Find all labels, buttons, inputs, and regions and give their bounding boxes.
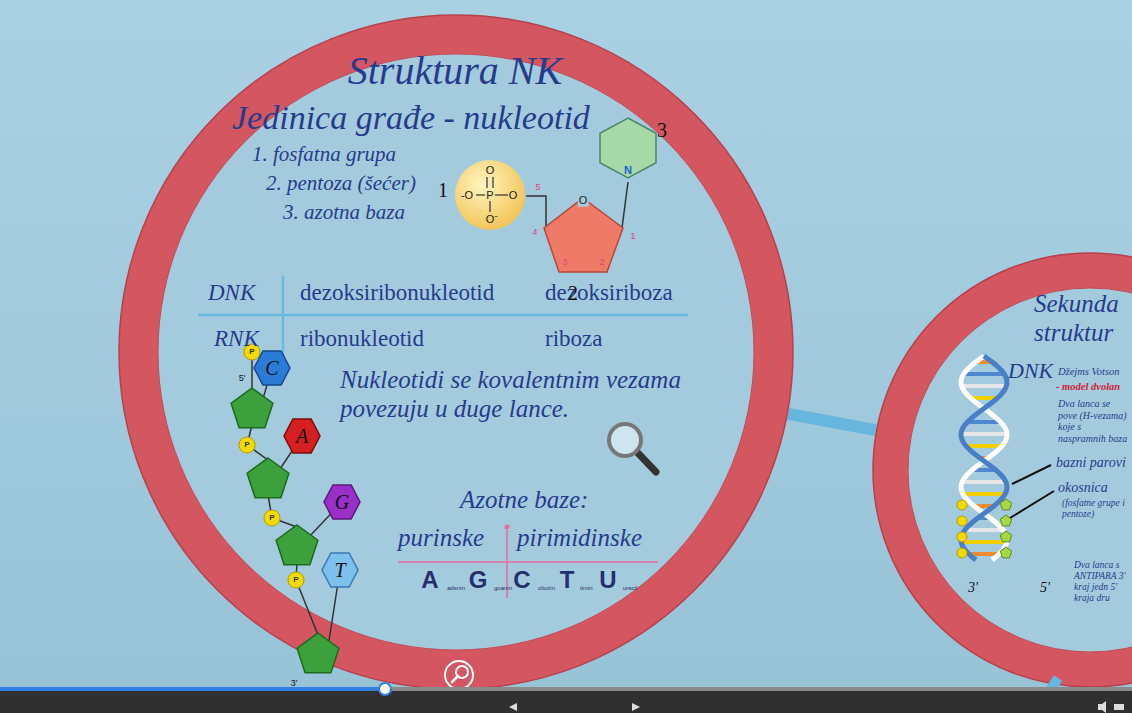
strand-end: 3' [291, 678, 298, 688]
base-name: citozin [538, 585, 555, 592]
list-item: 2. pentoza (šećer) [266, 171, 416, 195]
phosphate-group: O-OPOO⁻ [454, 159, 526, 231]
strand-end: 5' [1040, 580, 1050, 596]
atom-number: 3 [562, 257, 567, 267]
phosphate-dot: P [287, 571, 305, 589]
atom-number: 5 [535, 182, 540, 192]
table-cell: ribonukleotid [300, 326, 424, 352]
list-item: 1. fosfatna grupa [252, 142, 396, 166]
atom-symbol: O⁻ [486, 213, 499, 226]
callout-number: 3 [657, 119, 667, 142]
table-cell: riboza [545, 326, 602, 352]
base-hexagon: A [283, 417, 321, 455]
atom-symbol: P [293, 575, 298, 584]
atom-symbol: -O [461, 189, 473, 202]
base-letter: A [421, 566, 438, 594]
highlight-text: - model dvolan [1056, 381, 1120, 393]
callout-number: 2 [568, 282, 578, 305]
atom-symbol: O [509, 189, 518, 202]
atom-symbol: N [624, 164, 632, 177]
atom-number: 4 [532, 227, 537, 237]
atom-symbol: O [486, 164, 495, 177]
body-text: Nukleotidi se kovalentnim vezama povezuj… [340, 366, 700, 424]
base-letter: U [599, 566, 616, 594]
base-name: timin [580, 585, 593, 592]
base-name: adenin [447, 585, 465, 592]
subtitle: Jedinica građe - nukleotid [232, 98, 590, 137]
callout-text: okosnica [1058, 480, 1108, 496]
category-text: pirimidinske [517, 524, 642, 553]
atom-symbol: O [578, 194, 589, 207]
player-bar [0, 683, 1132, 713]
callout-number: 1 [438, 179, 448, 202]
atom-number: 2 [599, 257, 604, 267]
base-letter: T [334, 559, 345, 582]
slide-title: Sekunda struktur [1034, 290, 1126, 348]
atom-number: 1 [630, 231, 635, 241]
heading-text: Azotne baze: [460, 486, 588, 515]
atom-symbol: P [486, 189, 493, 202]
table-cell: DNK [208, 280, 255, 306]
section-circle: Sekunda strukturDNK Džejms Votson - model … [872, 252, 1132, 688]
body-text: Dva lanca s ANTIPARA 3' kraj jedn 5' kra… [1074, 560, 1128, 604]
atom-symbol: P [244, 440, 249, 449]
slide-title: Struktura NK [348, 48, 562, 94]
base-letter: G [469, 566, 488, 594]
table-cell: dezoksiribonukleotid [300, 280, 494, 306]
body-text: Džejms Votson [1058, 366, 1120, 378]
atom-symbol: P [249, 347, 254, 356]
phosphate-dot: P [238, 436, 256, 454]
category-text: purinske [398, 524, 484, 553]
strand-end: 5' [239, 373, 246, 383]
base-letter: C [513, 566, 530, 594]
base-name: guanin [494, 585, 512, 592]
path-connector [788, 414, 875, 430]
strand-end: 3' [968, 580, 978, 596]
callout-text: bazni parovi [1056, 455, 1126, 471]
base-letter: C [265, 357, 278, 380]
base-hexagon: G [323, 483, 361, 521]
body-text: (fosfatne grupe i pentoze) [1062, 498, 1128, 520]
base-hexagon: C [253, 349, 291, 387]
base-letter: T [560, 566, 575, 594]
phosphate-dot: P [263, 509, 281, 527]
list-item: 3. azotna baza [283, 200, 405, 224]
body-text: Dva lanca se pove (H-vezama) koje s nasp… [1058, 398, 1128, 444]
base-ring: N [598, 116, 658, 180]
base-hexagon: T [321, 551, 359, 589]
pentose-ring: O [540, 190, 628, 276]
heading-text: DNK [1008, 358, 1053, 383]
table-cell: dezoksiriboza [545, 280, 673, 306]
base-letter: A [296, 425, 308, 448]
base-letter: G [335, 491, 349, 514]
atom-symbol: P [269, 513, 274, 522]
base-name: uracil [623, 585, 637, 592]
zoom-button [445, 661, 473, 689]
